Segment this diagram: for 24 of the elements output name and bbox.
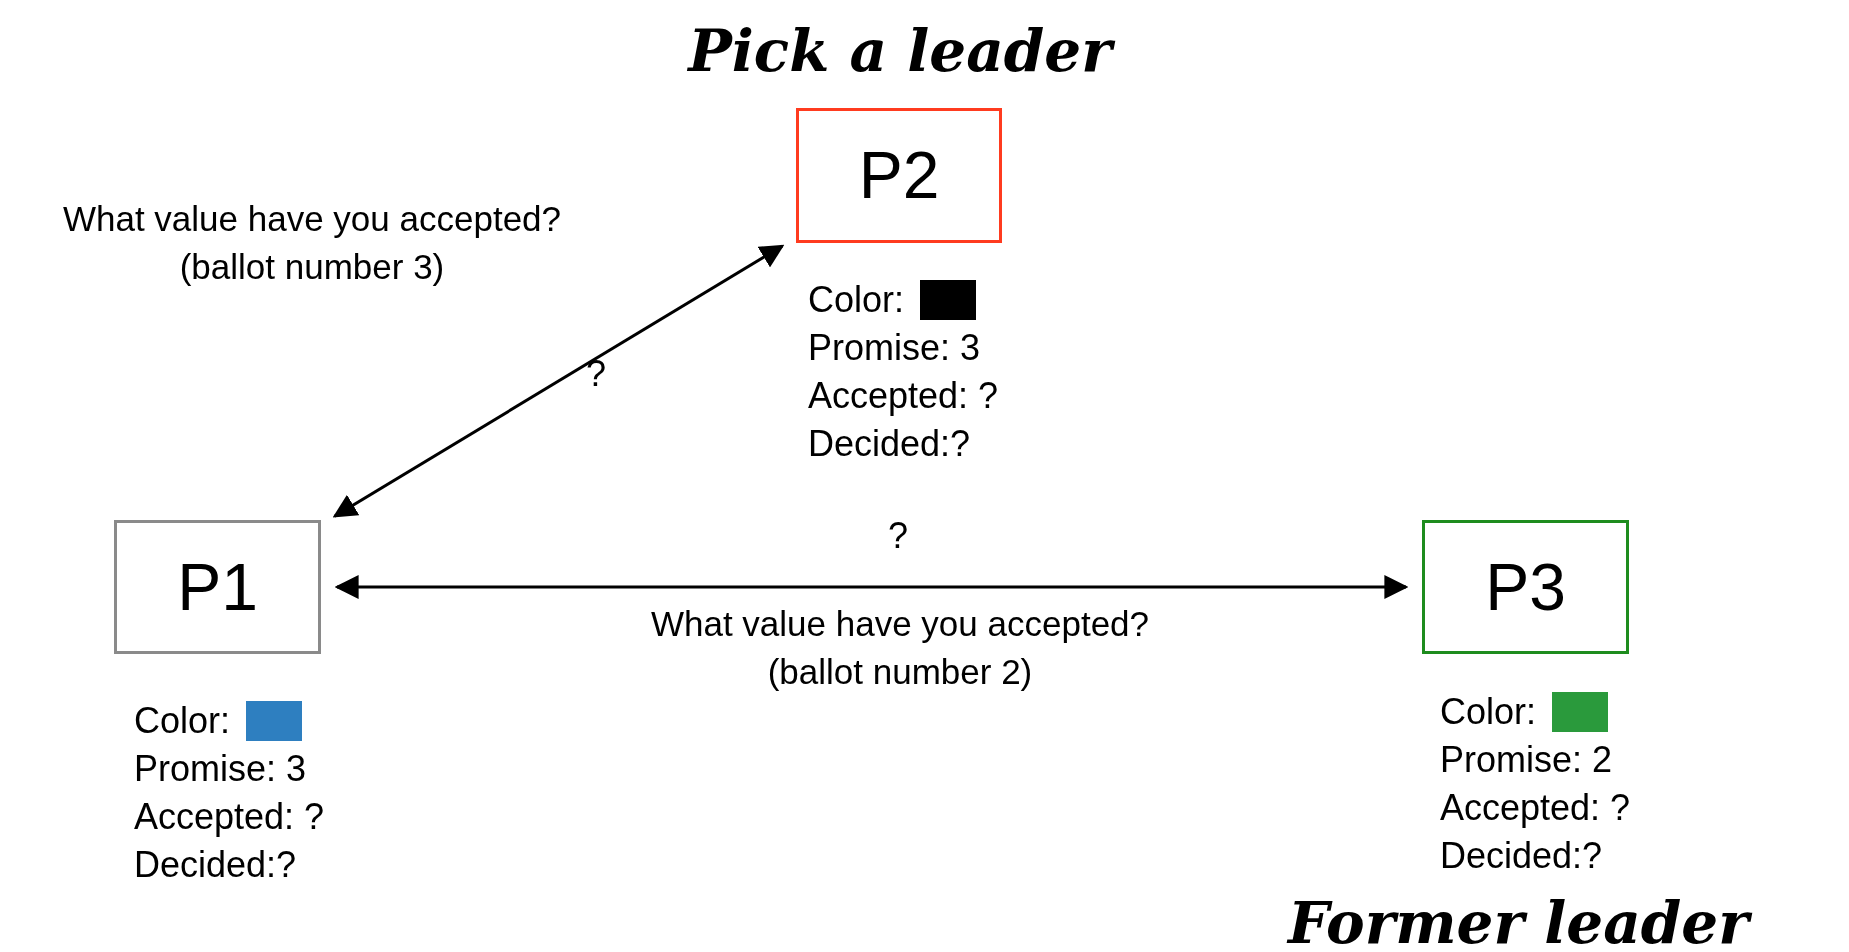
question-mark: ? [888,514,908,558]
status-text: Color: [134,703,231,739]
node-label: P1 [177,548,258,626]
question-mark: ? [586,352,606,396]
status-text: Color: [1440,694,1537,730]
process-box [796,108,1002,243]
status-text: Accepted: ? [134,799,325,835]
status-text: Decided:? [1440,838,1603,874]
status-text: Promise: 2 [1440,742,1613,778]
status-text: Promise: 3 [134,751,307,787]
status-text: Accepted: ? [1440,790,1631,826]
status-text: Color: [808,282,905,318]
status-text: Decided:? [808,426,971,462]
double-arrow [334,575,1409,599]
process-box [114,520,321,654]
node-label: P2 [858,137,940,214]
edge-label: What value have you accepted? (ballot number 2) [649,603,1151,693]
node-label: P3 [1485,548,1566,626]
status-text: Promise: 3 [808,330,981,366]
status-text: Decided:? [134,847,297,883]
status-text: Accepted: ? [808,378,999,414]
process-box [1422,520,1629,654]
edge-label: What value have you accepted? (ballot number 3) [61,198,563,288]
double-arrow [332,244,785,518]
